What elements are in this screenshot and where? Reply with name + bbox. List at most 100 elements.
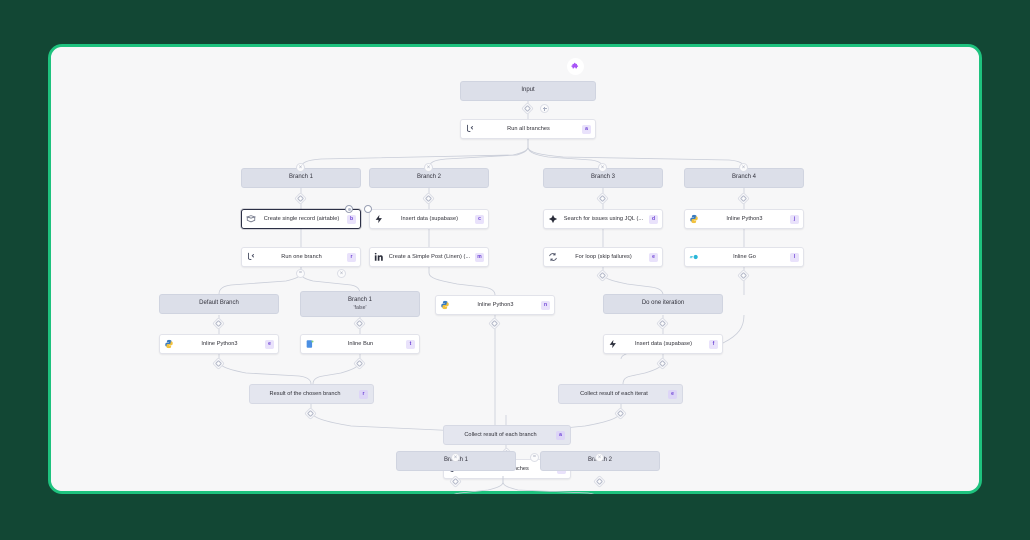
flow-editor-frame: Input Run all branches a Branch 1 Branch… [48, 44, 982, 494]
linkedin-icon [374, 252, 384, 262]
supabase-icon [374, 214, 384, 224]
node-label: Create a Simple Post (Linen) (... [388, 254, 471, 260]
node-inline-python3-mid[interactable]: Inline Python3 n [435, 295, 555, 315]
node-create-simple-post-linen[interactable]: Create a Simple Post (Linen) (... m [369, 247, 489, 267]
jira-icon [548, 214, 558, 224]
connector-branch-2-close[interactable] [424, 163, 433, 172]
connector-default-branch-lower[interactable] [212, 317, 225, 330]
connector-input-add[interactable] [540, 104, 549, 113]
loop-icon [548, 252, 558, 262]
puzzle-piece-icon [567, 58, 584, 75]
node-badge: j [790, 214, 799, 224]
node-badge: b [347, 214, 356, 224]
connector-branch-4-lower[interactable] [737, 192, 750, 205]
flow-canvas[interactable]: Input Run all branches a Branch 1 Branch… [51, 47, 979, 491]
connector-python-e-lower[interactable] [212, 357, 225, 370]
node-label: Insert data (supabase) [634, 341, 693, 347]
node-badge: e [649, 252, 658, 262]
airtable-icon [246, 214, 256, 224]
node-handle-right[interactable] [364, 205, 372, 213]
node-label: Collect result of each branch [464, 432, 537, 438]
node-badge: r [359, 389, 368, 399]
python-icon [689, 214, 699, 224]
connector-python-mid-lower[interactable] [488, 317, 501, 330]
node-badge: e [265, 339, 274, 349]
node-inline-python3-branch4[interactable]: Inline Python3 j [684, 209, 804, 229]
bun-icon [305, 339, 315, 349]
connector-inline-bun-lower[interactable] [353, 357, 366, 370]
node-label: Inline Python3 [726, 216, 763, 222]
connector-branch-2-lower[interactable] [422, 192, 435, 205]
node-branch-1-false[interactable]: Branch 1 'false' [300, 291, 420, 317]
branch-one-icon [246, 252, 256, 262]
node-label: Branch 1 [288, 174, 313, 181]
node-badge: e [668, 389, 677, 399]
node-label: Inline Go [733, 254, 756, 260]
node-label: For loop (skip failures) [575, 254, 632, 260]
node-label: Input [521, 87, 535, 94]
node-badge: m [475, 252, 484, 262]
node-handle-left[interactable] [345, 205, 353, 213]
node-label: Do one iteration [641, 300, 685, 307]
connector-bottom-branch-2-close[interactable] [595, 453, 604, 462]
node-label: Result of the chosen branch [269, 391, 341, 397]
node-for-loop-skip-failures[interactable]: For loop (skip failures) e [543, 247, 663, 267]
connector-for-loop-lower[interactable] [596, 269, 609, 282]
node-inline-bun[interactable]: Inline Bun t [300, 334, 420, 354]
node-label: Inline Bun [347, 341, 374, 347]
connector-result-chosen-lower[interactable] [304, 407, 317, 420]
go-icon [689, 252, 699, 262]
node-badge: n [541, 300, 550, 310]
node-badge: r [347, 252, 356, 262]
node-run-all-branches-top[interactable]: Run all branches a [460, 119, 596, 139]
connector-branch-1-lower[interactable] [294, 192, 307, 205]
node-default-branch[interactable]: Default Branch [159, 294, 279, 314]
node-label: Insert data (supabase) [400, 216, 459, 222]
node-label: Search for issues using JQL (... [563, 216, 644, 222]
connector-run-one-eq[interactable] [296, 269, 305, 278]
branch-all-icon [465, 124, 475, 134]
node-label: Branch 1 [347, 297, 372, 303]
connector-branch-false-lower[interactable] [353, 317, 366, 330]
node-run-one-branch[interactable]: Run one branch r [241, 247, 361, 267]
node-label: Branch 3 [590, 174, 615, 181]
node-label: Branch 2 [416, 174, 441, 181]
connector-bottom-branch-1-close[interactable] [451, 453, 460, 462]
connector-branch-3-close[interactable] [598, 163, 607, 172]
connector-one-iteration-lower[interactable] [656, 317, 669, 330]
node-create-single-record-airtable[interactable]: Create single record (airtable) b [241, 209, 361, 229]
node-inline-go[interactable]: Inline Go l [684, 247, 804, 267]
node-collect-result-each-branch[interactable]: Collect result of each branch a [443, 425, 571, 445]
connector-branch-4-close[interactable] [739, 163, 748, 172]
node-badge: l [790, 252, 799, 262]
python-icon [440, 300, 450, 310]
node-search-issues-jql-jira[interactable]: Search for issues using JQL (... d [543, 209, 663, 229]
node-label: Inline Python3 [477, 302, 514, 308]
node-label: Create single record (airtable) [263, 216, 340, 222]
node-do-one-iteration[interactable]: Do one iteration [603, 294, 723, 314]
supabase-icon [608, 339, 618, 349]
node-collect-result-each-iteration[interactable]: Collect result of each iterat e [558, 384, 683, 404]
node-insert-data-supabase-2[interactable]: Insert data (supabase) f [603, 334, 723, 354]
node-label: Collect result of each iterat [580, 391, 648, 397]
connector-supabase-2-lower[interactable] [656, 357, 669, 370]
connector-inline-go-lower[interactable] [737, 269, 750, 282]
node-badge: a [556, 430, 565, 440]
connector-branch-3-lower[interactable] [596, 192, 609, 205]
node-badge: d [649, 214, 658, 224]
node-label: Run all branches [507, 126, 550, 132]
node-label: Default Branch [199, 300, 239, 307]
node-insert-data-supabase-1[interactable]: Insert data (supabase) c [369, 209, 489, 229]
node-label: Branch 4 [731, 174, 756, 181]
node-input[interactable]: Input [460, 81, 596, 101]
node-result-of-chosen-branch[interactable]: Result of the chosen branch r [249, 384, 374, 404]
node-badge: f [709, 339, 718, 349]
node-badge: t [406, 339, 415, 349]
node-inline-python3-e[interactable]: Inline Python3 e [159, 334, 279, 354]
connector-result-iteration-lower[interactable] [614, 407, 627, 420]
connector-run-one-close[interactable] [337, 269, 346, 278]
connector-bottom-run-all-eq[interactable] [530, 453, 539, 462]
connector-branch-1-close[interactable] [296, 163, 305, 172]
node-label: Run one branch [281, 254, 322, 260]
connector-input-a[interactable] [521, 102, 534, 115]
